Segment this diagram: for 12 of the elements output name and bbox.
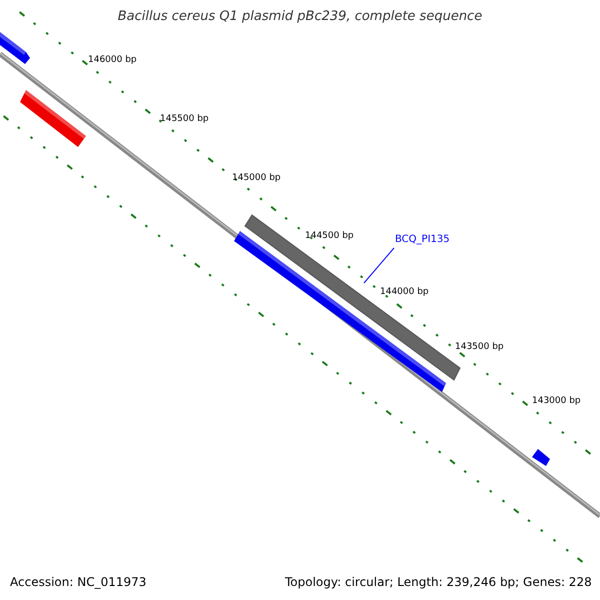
diagram-title: Bacillus cereus Q1 plasmid pBc239, complete sequence <box>116 9 484 24</box>
scale-label: 145000 bp <box>232 173 281 183</box>
scale-label: 143000 bp <box>532 396 581 406</box>
scale-label: 146000 bp <box>88 55 137 65</box>
scale-label: 144000 bp <box>380 287 429 297</box>
scale-label: 143500 bp <box>455 342 504 352</box>
leader-line <box>364 248 394 284</box>
footer-note: Accession: NC_011973 <box>10 575 146 589</box>
scale-label: 144500 bp <box>305 231 354 241</box>
gene-label: BCQ_PI135 <box>395 234 450 245</box>
footer-note: Topology: circular; Length: 239,246 bp; Genes: 228 <box>285 575 592 589</box>
scale-label: 145500 bp <box>160 114 209 124</box>
